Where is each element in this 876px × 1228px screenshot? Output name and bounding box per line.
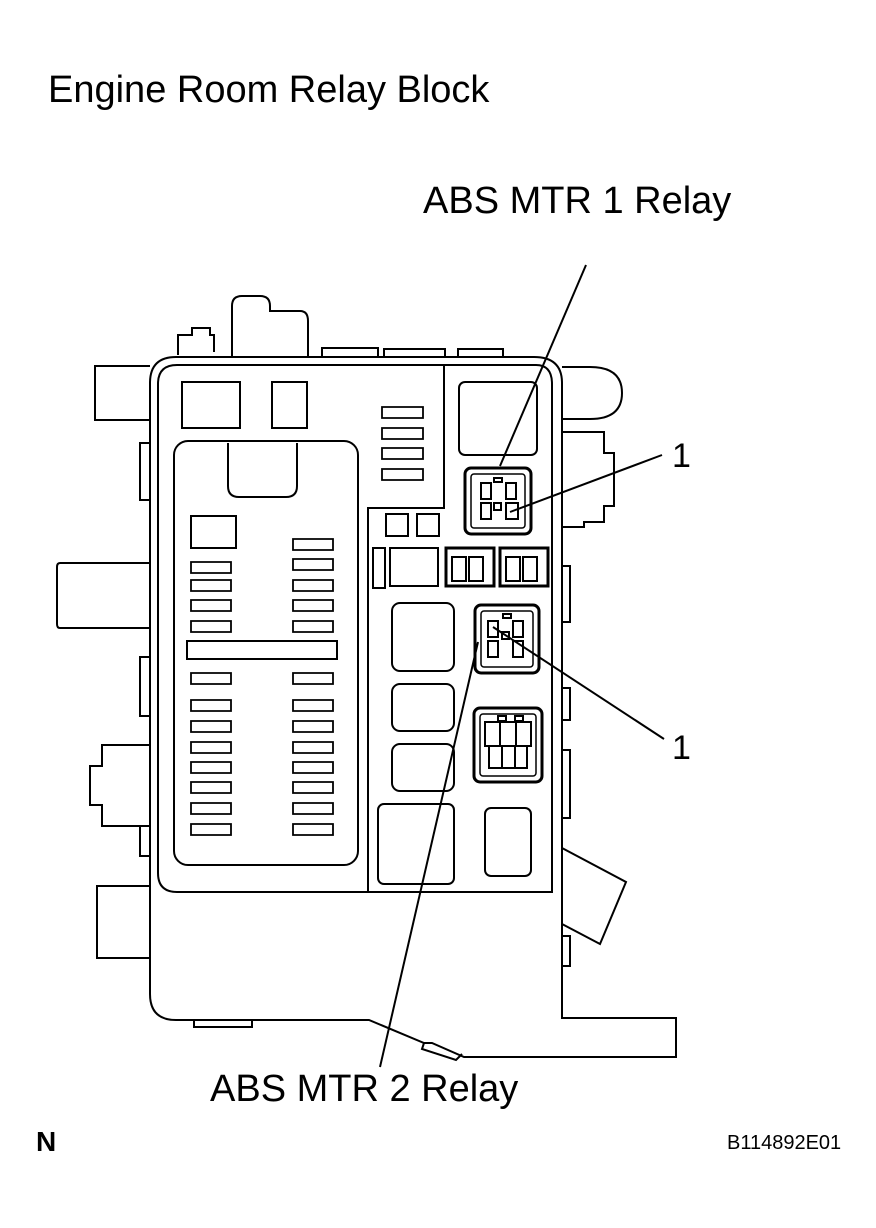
connector-relay [474,708,542,782]
footer-mark: N [36,1126,57,1157]
abs-mtr-1-relay-label: ABS MTR 1 Relay [423,180,732,222]
leader-lines [380,265,664,1067]
abs-mtr-1-relay [465,468,531,534]
abs-mtr-2-relay-label: ABS MTR 2 Relay [210,1068,519,1110]
fuse-block [174,407,423,865]
callout-1-lower: 1 [672,729,691,767]
inner-cover [158,365,552,892]
abs-mtr-2-relay [475,605,539,673]
diagram-title: Engine Room Relay Block [48,69,490,111]
callout-1-upper: 1 [672,437,691,475]
relay-block-housing [57,296,676,1060]
figure-code: B114892E01 [727,1132,842,1154]
relay-area [373,514,548,884]
